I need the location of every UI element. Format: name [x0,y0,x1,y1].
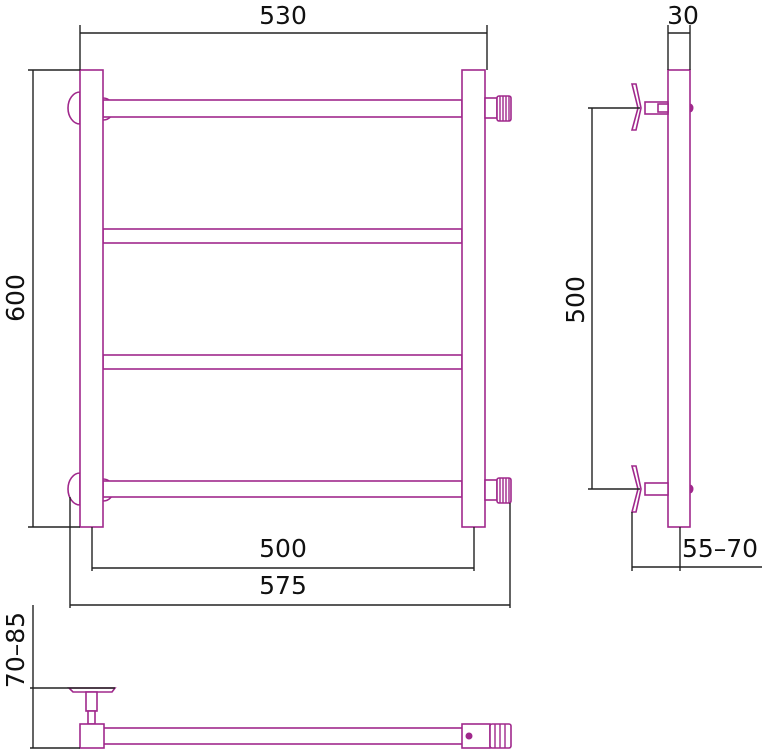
dim-55-70: 55–70 [682,534,758,563]
right-post [461,69,486,528]
bottom-rail [102,727,466,745]
side-view [630,69,694,528]
connector-stub [484,97,498,119]
bottom-dimensions: 70–85 [1,605,115,749]
side-post [667,69,691,528]
connector-stub [484,479,498,501]
left-bottom-flange [67,472,81,506]
dim-600: 600 [1,274,30,322]
left-post [79,69,104,528]
dim-530: 530 [259,1,307,30]
rail-2 [102,228,463,244]
rail-1 [102,99,463,118]
dim-30: 30 [667,1,699,30]
front-dimensions: 530 600 500 575 [1,1,511,608]
side-dimensions: 30 500 55–70 [561,1,762,571]
dim-500-horizontal: 500 [259,534,307,563]
dim-70-85: 70–85 [1,612,30,688]
valve-stem-bottom [644,482,669,496]
rail-3 [102,354,463,370]
valve-stem [85,691,98,712]
valve-plate-top [630,83,642,131]
bottom-left-block [79,723,105,749]
front-view [67,69,512,528]
rail-4 [102,480,463,498]
bottom-view [67,687,512,749]
dim-575: 575 [259,571,307,600]
dim-500-vertical: 500 [561,276,590,324]
left-top-flange [67,91,81,125]
